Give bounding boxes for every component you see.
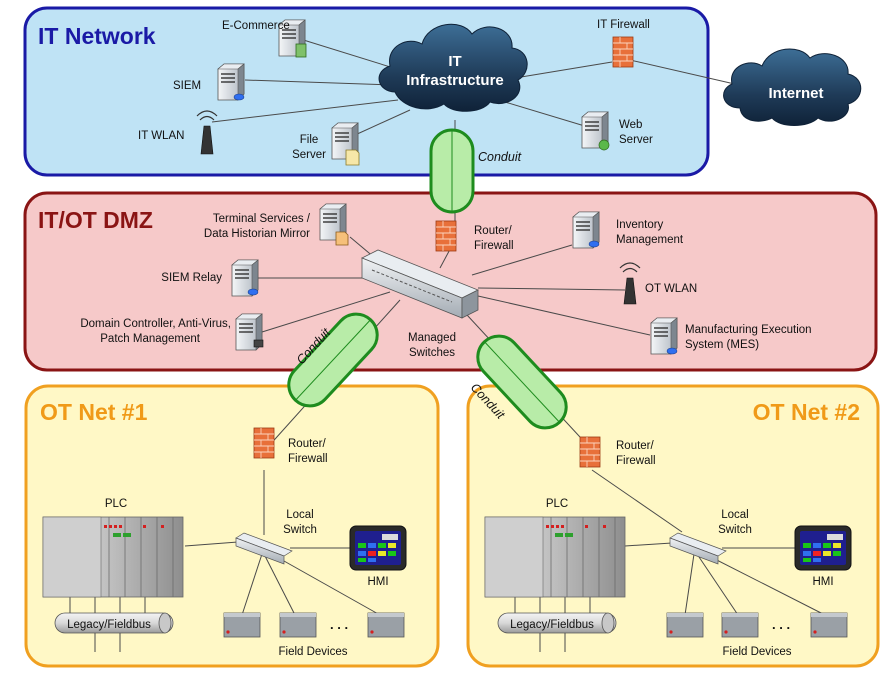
dmz-router-firewall-label-line2: Firewall <box>474 240 514 252</box>
managed-switches-label-line1: Managed <box>408 332 456 344</box>
it-wlan-access-point-icon <box>196 110 218 155</box>
ot-wlan-label: OT WLAN <box>645 283 697 295</box>
ot1-plc-icon <box>42 516 184 598</box>
domain-controller-label-line1: Domain Controller, Anti-Virus, <box>80 318 231 330</box>
conduit-dmz-ot-net-1 <box>287 312 379 408</box>
ot1-hmi-icon <box>349 525 407 571</box>
conduit-label-it-dmz: Conduit <box>478 150 522 164</box>
ot2-fieldbus-icon <box>497 612 617 634</box>
ot1-field-device-icon <box>223 612 261 638</box>
ot2-router-firewall-icon <box>579 436 601 468</box>
ot1-plc-label: PLC <box>105 498 127 510</box>
terminal-services-label-line2: Data Historian Mirror <box>204 228 310 240</box>
it-infrastructure-cloud: IT Infrastructure <box>378 23 528 112</box>
it-ot-dmz-title: IT/OT DMZ <box>38 207 153 233</box>
internet-cloud: Internet <box>723 48 862 126</box>
ot1-local-switch-label-line1: Local <box>286 509 314 521</box>
ot2-plc-icon <box>484 516 626 598</box>
ot1-field-device-icon <box>279 612 317 638</box>
siem-label: SIEM <box>173 80 201 92</box>
ot2-hmi-icon <box>794 525 852 571</box>
web-server-label-line2: Server <box>619 134 653 146</box>
it-wlan-label: IT WLAN <box>138 130 184 142</box>
managed-switches-icon <box>361 249 479 319</box>
ot2-router-firewall-label-line2: Firewall <box>616 455 656 467</box>
mes-label-line2: System (MES) <box>685 339 759 351</box>
internet-label: Internet <box>768 85 823 102</box>
inventory-database-icon <box>588 240 600 248</box>
siem-relay-database-icon <box>247 288 259 296</box>
inventory-label-line2: Management <box>616 234 684 246</box>
siem-relay-label: SIEM Relay <box>161 272 222 284</box>
it-infrastructure-label-line2: Infrastructure <box>406 72 504 89</box>
siem-database-icon <box>233 93 245 101</box>
ot2-field-device-icon <box>721 612 759 638</box>
managed-switches-label-line2: Switches <box>409 347 455 359</box>
dmz-router-firewall-label-line1: Router/ <box>474 225 513 237</box>
ot1-field-devices-ellipsis: . . . <box>330 617 348 632</box>
mes-label-line1: Manufacturing Execution <box>685 324 812 336</box>
ot2-hmi-label: HMI <box>812 576 833 588</box>
it-firewall-label: IT Firewall <box>597 19 650 31</box>
ot-wlan-access-point-icon <box>619 262 641 305</box>
domain-controller-label-line2: Patch Management <box>100 333 201 345</box>
ot1-fieldbus-icon <box>54 612 174 634</box>
ot1-hmi-label: HMI <box>367 576 388 588</box>
it-firewall-icon <box>612 36 634 68</box>
ot2-field-device-icon <box>810 612 848 638</box>
file-server-label-line2: Server <box>292 149 326 161</box>
ot2-local-switch-label-line2: Switch <box>718 524 752 536</box>
ot1-router-firewall-icon <box>253 427 275 459</box>
conduit-dmz-ot-net-2 <box>476 334 568 430</box>
ot2-field-device-icon <box>666 612 704 638</box>
it-infrastructure-label-line1: IT <box>448 53 461 70</box>
ot1-fieldbus-label: Legacy/Fieldbus <box>67 619 151 631</box>
ot1-local-switch-icon <box>235 532 293 565</box>
ot2-field-devices-ellipsis: . . . <box>772 617 790 632</box>
web-server-label-line1: Web <box>619 119 642 131</box>
ot1-local-switch-label-line2: Switch <box>283 524 317 536</box>
ot1-router-firewall-label-line1: Router/ <box>288 438 327 450</box>
ot2-router-firewall-label-line1: Router/ <box>616 440 655 452</box>
inventory-label-line1: Inventory <box>616 219 664 231</box>
file-document-icon <box>345 149 360 166</box>
dmz-router-firewall-icon <box>435 220 457 252</box>
ot2-local-switch-label-line1: Local <box>721 509 749 521</box>
it-network-zone <box>23 6 710 177</box>
file-server-label-line1: File <box>300 134 319 146</box>
ot1-field-devices-label: Field Devices <box>278 646 347 658</box>
connection-lines <box>69 37 826 652</box>
ecommerce-cart-icon <box>295 43 307 58</box>
web-globe-icon <box>598 139 610 151</box>
ot2-fieldbus-label: Legacy/Fieldbus <box>510 619 594 631</box>
it-network-title: IT Network <box>38 23 156 49</box>
ot-net-2-title: OT Net #2 <box>753 399 860 425</box>
ot1-field-device-icon <box>367 612 405 638</box>
ot2-local-switch-icon <box>669 532 727 565</box>
ot2-field-devices-label: Field Devices <box>722 646 791 658</box>
ot-net-1-title: OT Net #1 <box>40 399 148 425</box>
ecommerce-label: E-Commerce <box>222 20 290 32</box>
terminal-services-label-line1: Terminal Services / <box>213 213 311 225</box>
ot2-plc-label: PLC <box>546 498 568 510</box>
ot1-router-firewall-label-line2: Firewall <box>288 453 328 465</box>
terminal-document-icon <box>335 231 349 246</box>
domain-controller-monitor-icon <box>253 339 264 348</box>
mes-database-icon <box>666 347 678 355</box>
conduit-it-dmz <box>429 128 475 214</box>
